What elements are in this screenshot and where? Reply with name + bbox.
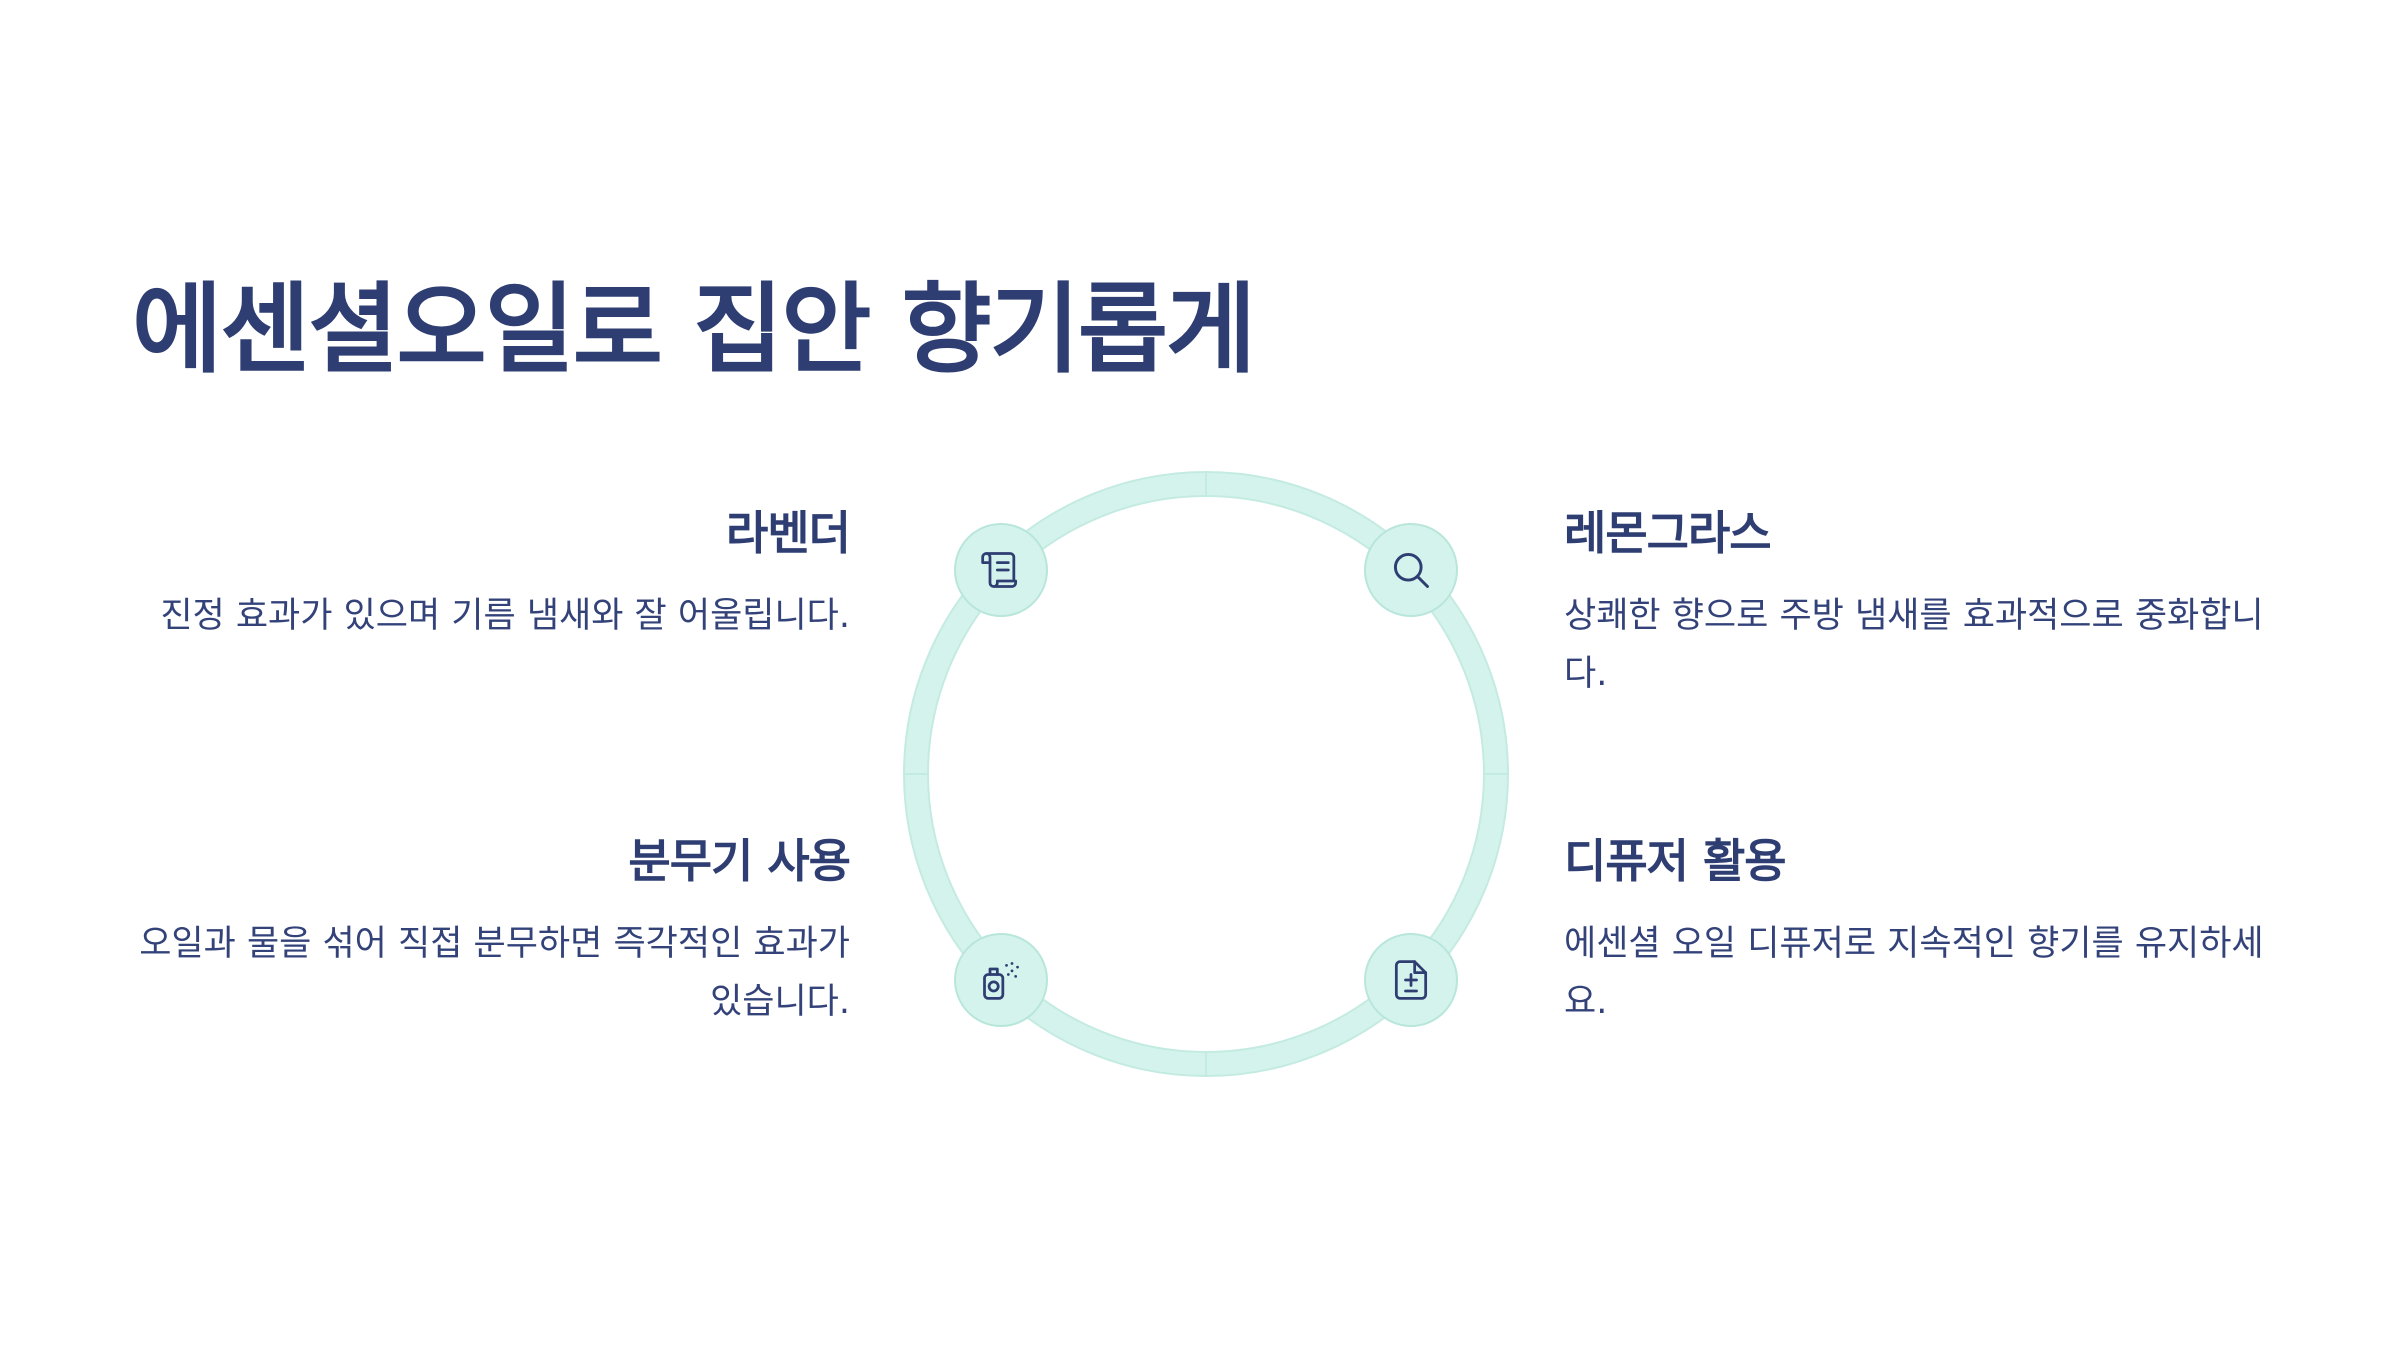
- item-title: 디퓨저 활용: [1564, 834, 1787, 888]
- spray-bottle-icon: [983, 962, 1019, 1000]
- diffuser-node: [1364, 933, 1458, 1027]
- file-plus-minus-icon: [1394, 960, 1428, 1000]
- sprayer-node: [954, 933, 1048, 1027]
- item-lemongrass: 레몬그라스 상쾌한 향으로 주방 냄새를 효과적으로 중화합니다.: [1564, 506, 2284, 703]
- item-title: 레몬그라스: [1564, 506, 1772, 560]
- lemongrass-node: [1364, 523, 1458, 617]
- item-title: 라벤더: [726, 506, 851, 560]
- item-description: 진정 효과가 있으며 기름 냄새와 잘 어울립니다.: [160, 596, 850, 637]
- scroll-icon: [981, 552, 1018, 588]
- lavender-node: [954, 523, 1048, 617]
- item-description: 에센셜 오일 디퓨저로 지속적인 향기를 유지하세요.: [1564, 924, 2264, 1023]
- search-icon: [1393, 552, 1429, 588]
- item-title: 분무기 사용: [628, 834, 851, 888]
- item-lavender: 라벤더 진정 효과가 있으며 기름 냄새와 잘 어울립니다.: [130, 506, 851, 645]
- item-diffuser: 디퓨저 활용 에센셜 오일 디퓨저로 지속적인 향기를 유지하세요.: [1564, 834, 2284, 1031]
- item-description: 상쾌한 향으로 주방 냄새를 효과적으로 중화합니다.: [1564, 596, 2264, 695]
- item-description: 오일과 물을 섞어 직접 분무하면 즉각적인 효과가 있습니다.: [139, 924, 850, 1023]
- item-sprayer: 분무기 사용 오일과 물을 섞어 직접 분무하면 즉각적인 효과가 있습니다.: [130, 834, 851, 1031]
- page-title: 에센셜오일로 집안 향기롭게: [132, 273, 1256, 387]
